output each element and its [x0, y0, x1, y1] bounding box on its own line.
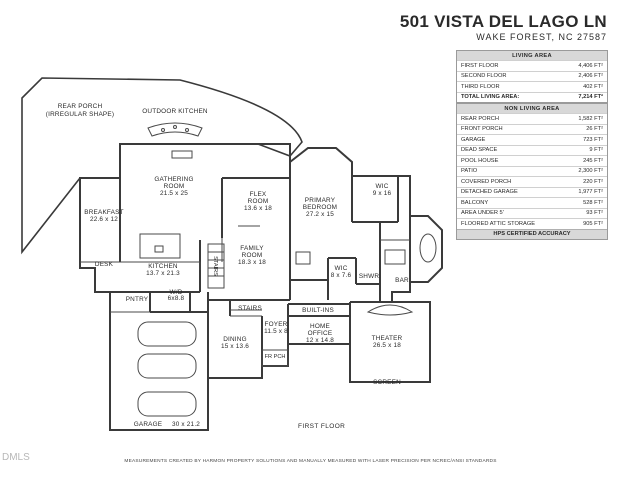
dining-label: DINING — [223, 336, 247, 343]
mls-watermark: DMLS — [2, 452, 30, 463]
primary-bedroom-label: BEDROOM — [303, 204, 337, 211]
non-living-area-heading: NON LIVING AREA — [457, 104, 607, 113]
property-address: 501 VISTA DEL LAGO LN — [399, 12, 607, 31]
breakfast-label: BREAKFAST — [84, 209, 123, 216]
grill-icon — [161, 128, 165, 132]
wic-label: WIC — [334, 265, 347, 272]
wd-label: W/D — [169, 289, 182, 296]
pantry-label: PNTRY — [126, 296, 149, 303]
property-city: WAKE FOREST, NC 27587 — [476, 32, 607, 42]
sink-icon — [154, 245, 164, 253]
family-room-dims: 18.3 x 18 — [238, 259, 266, 266]
grill-icon — [173, 125, 177, 129]
screen-label: SCREEN — [373, 379, 401, 386]
rear-porch-note: (IRREGULAR SHAPE) — [46, 111, 114, 118]
built-ins-label: BUILT-INS — [302, 307, 334, 314]
dining-dims: 15 x 13.6 — [221, 343, 249, 350]
desk-label: DESK — [95, 261, 114, 268]
kitchen-label: KITCHEN — [148, 263, 178, 270]
front-porch — [261, 349, 289, 367]
breakfast-dims: 22.6 x 12 — [90, 216, 118, 223]
garage-label: GARAGE — [134, 421, 163, 428]
rear-porch-label: REAR PORCH — [58, 103, 103, 110]
wic-label: WIC — [375, 183, 388, 190]
vanity-icon — [295, 251, 311, 265]
shower-icon — [384, 249, 406, 265]
home-office-label: HOME — [310, 323, 330, 330]
rear-porch-outline — [21, 77, 303, 255]
flex-room-label: FLEX — [250, 191, 267, 198]
wic-dims: 9 x 16 — [373, 190, 392, 197]
total-row: TOTAL LIVING AREA:7,214 FT² — [457, 91, 607, 103]
flex-room-label: ROOM — [248, 198, 269, 205]
gathering-room-dims: 21.5 x 25 — [160, 190, 188, 197]
outdoor-kitchen-counter — [147, 122, 203, 137]
family-room-label: ROOM — [242, 252, 263, 259]
accuracy-footer: HPS CERTIFIED ACCURACY — [457, 228, 607, 239]
primary-bedroom-dims: 27.2 x 15 — [306, 211, 334, 218]
primary-bedroom-label: PRIMARY — [305, 197, 336, 204]
theater-screen-shape — [366, 304, 414, 316]
foyer-label: FOYER — [264, 321, 287, 328]
stairs-label: STAIRS — [238, 305, 262, 312]
stairs-label: STAIRS — [212, 256, 218, 276]
foyer-dims: 11.5 x 8 — [264, 328, 288, 335]
flex-room-dims: 13.6 x 18 — [244, 205, 272, 212]
gathering-room-label: ROOM — [164, 183, 185, 190]
theater-label: THEATER — [372, 335, 403, 342]
garage-dims: 30 x 21.2 — [172, 421, 200, 428]
measurement-footer: MEASUREMENTS CREATED BY HARMON PROPERTY … — [124, 459, 497, 464]
theater-dims: 26.5 x 18 — [373, 342, 401, 349]
garage-cars — [137, 321, 197, 417]
home-office-dims: 12 x 14.8 — [306, 337, 334, 344]
living-area-heading: LIVING AREA — [457, 51, 607, 60]
outdoor-kitchen-label: OUTDOOR KITCHEN — [142, 108, 208, 115]
floor-label: FIRST FLOOR — [298, 423, 346, 430]
bar-label: BAR — [395, 277, 409, 284]
kitchen-island — [139, 233, 181, 259]
kitchen-dims: 13.7 x 21.3 — [146, 270, 180, 277]
stairs-vertical — [207, 243, 225, 289]
wd-dims: 6x8.8 — [168, 295, 185, 302]
table-row: AREA UNDER 5'93 FT² — [457, 207, 607, 219]
wic-dims: 8 x 7.6 — [331, 272, 352, 279]
kitchen-counter — [120, 261, 201, 270]
gathering-fireplace — [171, 150, 193, 159]
home-office-label: OFFICE — [308, 330, 333, 337]
front-porch-label: FR PCH — [265, 354, 286, 360]
family-room-label: FAMILY — [240, 245, 264, 252]
bathtub-icon — [419, 233, 437, 263]
exterior-wall — [79, 143, 443, 431]
shower-label: SHWR — [359, 273, 380, 280]
grill-icon — [185, 128, 189, 132]
gathering-room-label: GATHERING — [154, 176, 193, 183]
